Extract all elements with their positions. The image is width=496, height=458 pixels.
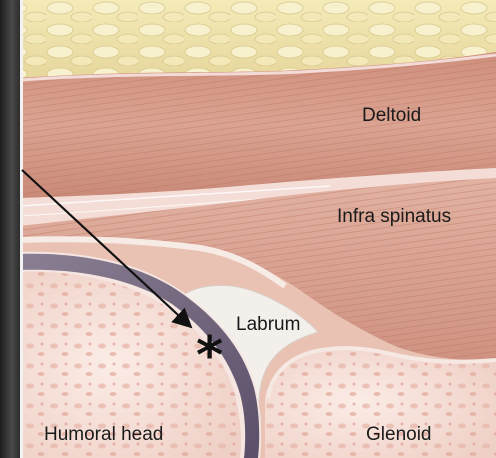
label-labrum: Labrum [236, 315, 300, 334]
label-humoral-head: Humoral head [44, 425, 163, 444]
label-deltoid: Deltoid [362, 106, 421, 125]
left-border-bar [0, 0, 20, 458]
label-infra-spinatus: Infra spinatus [337, 207, 451, 226]
label-glenoid: Glenoid [366, 425, 432, 444]
asterisk-marker: * [196, 330, 223, 382]
left-border-line [20, 0, 23, 458]
